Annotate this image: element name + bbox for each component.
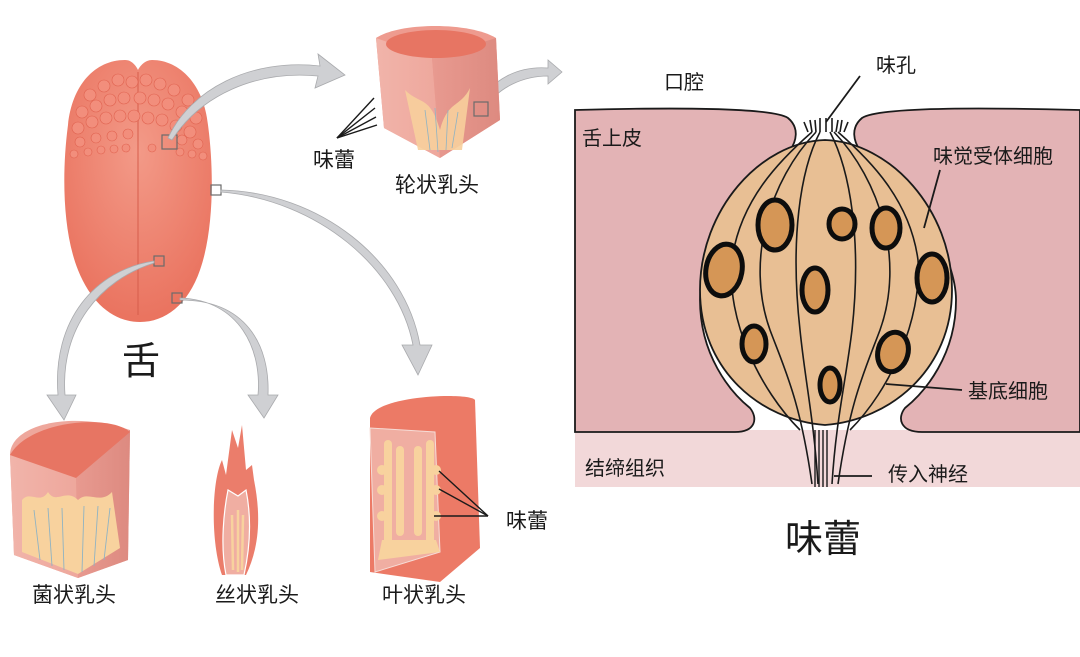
receptor-cell-pointer [923,169,941,229]
label-foliate-papilla: 叶状乳头 [382,583,466,607]
label-basal-cell: 基底细胞 [968,379,1048,403]
label-taste-bud-foliate: 味蕾 [506,509,548,533]
arrow-to-fungiform [46,260,155,421]
label-fungiform-papilla: 菌状乳头 [32,583,116,607]
label-taste-pore: 味孔 [876,53,916,77]
taste-bud-pointer-lines-foliate [434,470,489,517]
label-taste-bud-circumvallate: 味蕾 [313,148,355,172]
taste-bud-title: 味蕾 [785,517,862,561]
arrow-to-filiform [179,297,279,419]
label-oral-cavity: 口腔 [664,70,704,94]
taste-bud-pointer-lines-top [336,97,378,139]
taste-pore-pointer [825,75,861,123]
label-filiform-papilla: 丝状乳头 [215,583,299,607]
cell-nuclei [703,197,950,405]
fungiform-papilla [10,420,130,578]
tongue-papillae-dots [69,73,208,161]
filiform-papilla [213,425,259,576]
label-circumvallate-papilla: 轮状乳头 [395,173,479,197]
arrow-to-foliate [220,189,433,376]
label-tongue: 舌 [122,339,161,383]
label-connective-tissue: 结缔组织 [585,456,665,480]
foliate-papilla [369,395,489,582]
taste-bud [699,118,953,487]
arrow-to-circumvallate [167,53,346,141]
circumvallate-papilla [336,26,500,158]
label-afferent-nerve: 传入神经 [888,462,968,486]
basal-cell-pointer [885,383,963,391]
label-epithelium: 舌上皮 [582,126,642,150]
taste-bud-pointer-lines [825,75,963,477]
label-receptor-cell: 味觉受体细胞 [933,144,1053,168]
